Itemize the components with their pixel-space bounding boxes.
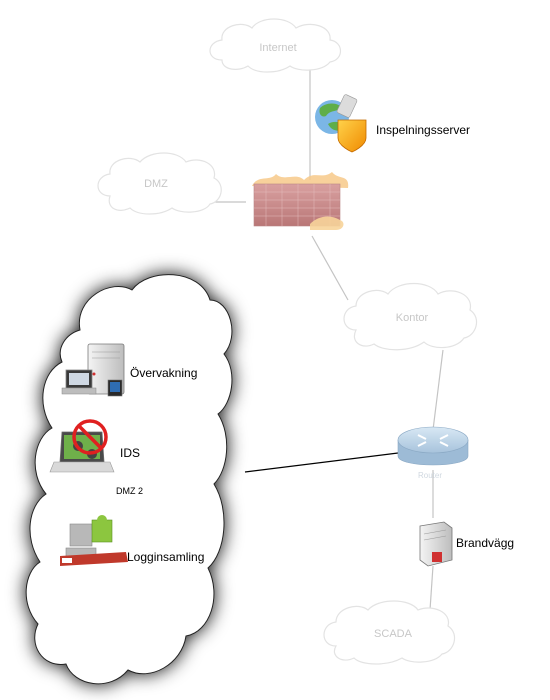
router-icon <box>397 426 469 466</box>
line-kontor-router <box>432 349 444 431</box>
cloud-kontor <box>343 283 478 351</box>
logginsamling-icon <box>60 515 128 566</box>
logginsamling-label: Logginsamling <box>127 550 205 564</box>
firewall-icon <box>252 172 349 230</box>
connections <box>212 65 444 611</box>
brandvagg-label: Brandvägg <box>456 536 515 550</box>
ids-label: IDS <box>120 446 141 460</box>
cloud-kontor-label: Kontor <box>395 312 429 324</box>
cloud-dmz2-label: DMZ 2 <box>116 486 143 496</box>
cloud-dmz-label: DMZ <box>144 178 168 190</box>
cloud-dmz <box>97 152 222 215</box>
line-brandvagg-scada <box>429 565 434 611</box>
ids-icon <box>49 419 115 473</box>
overvakning-label: Övervakning <box>130 366 198 380</box>
inspelningsserver-label: Inspelningsserver <box>376 123 471 137</box>
cloud-internet-label: Internet <box>259 42 297 54</box>
inspelningsserver-icon <box>315 94 367 153</box>
line-firewall-kontor <box>311 235 349 301</box>
line-dmz2-router <box>244 452 399 473</box>
cloud-dmz2 <box>25 274 233 685</box>
overvakning-icon <box>61 343 125 397</box>
router-label: Router <box>418 471 443 480</box>
cloud-internet <box>209 18 342 73</box>
cloud-scada-label: SCADA <box>374 628 412 640</box>
brandvagg-icon <box>419 521 453 567</box>
cloud-scada <box>323 600 456 665</box>
